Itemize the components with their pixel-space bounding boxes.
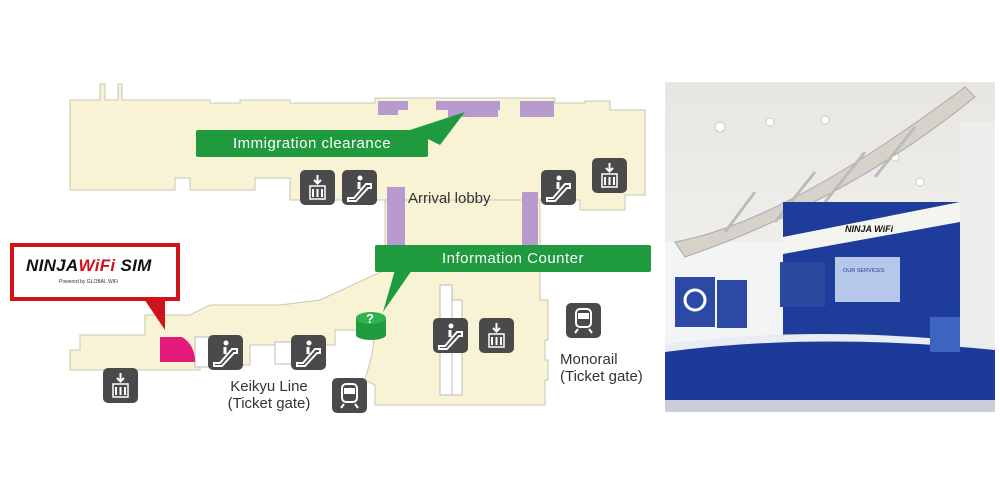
keikyu-line-label: Keikyu Line (Ticket gate) (214, 378, 324, 412)
counter-photo: NINJA WiFi OUR SERVICES (665, 82, 995, 412)
monorail-name: Monorail (560, 351, 618, 368)
information-counter-marker: ? (356, 311, 386, 340)
ceiling-sculpture (674, 86, 976, 258)
elevator-icon (103, 368, 138, 403)
train-icon (332, 378, 367, 413)
elevator-icon (479, 318, 514, 353)
logo-ninja: NINJA (26, 256, 79, 275)
ninja-wifi-shop (160, 337, 195, 362)
monorail-label: Monorail (Ticket gate) (560, 351, 660, 385)
keikyu-ticket-gate: (Ticket gate) (227, 395, 311, 412)
train-icon (566, 303, 601, 338)
logo-sim: SIM (120, 256, 152, 275)
keikyu-line-name: Keikyu Line (230, 378, 308, 395)
booth-sign: NINJA WiFi (845, 224, 894, 234)
escalator-icon (208, 335, 243, 370)
info-pointer (383, 270, 412, 312)
logo-wifi: WiFi (78, 256, 116, 275)
logo-powered-by: Powered by GLOBAL WiFi (59, 279, 119, 285)
escalator-icon (291, 335, 326, 370)
immigration-booths (378, 101, 554, 245)
svg-text:?: ? (366, 311, 374, 326)
services-screen-text: OUR SERVICES (843, 268, 885, 274)
arrival-lobby-label: Arrival lobby (408, 190, 491, 207)
escalator-icon (541, 170, 576, 205)
escalator-icon (342, 170, 377, 205)
elevator-icon (592, 158, 627, 193)
elevator-icon (300, 170, 335, 205)
upper-floor-area (69, 83, 646, 246)
ninja-wifi-sim-logo: NINJAWiFi SIM Powered by GLOBAL WiFi (10, 243, 180, 301)
ceiling-lights (714, 115, 925, 187)
monorail-ticket-gate: (Ticket gate) (560, 368, 643, 385)
information-counter-label: Information Counter (375, 245, 651, 272)
immigration-clearance-label: Immigration clearance (196, 130, 428, 157)
logo-pointer (140, 293, 165, 330)
lobby-area (69, 199, 549, 406)
service-counter (665, 337, 995, 412)
services-screen (835, 257, 900, 302)
escalator-icon (433, 318, 468, 353)
booth-sign-band (783, 202, 960, 254)
